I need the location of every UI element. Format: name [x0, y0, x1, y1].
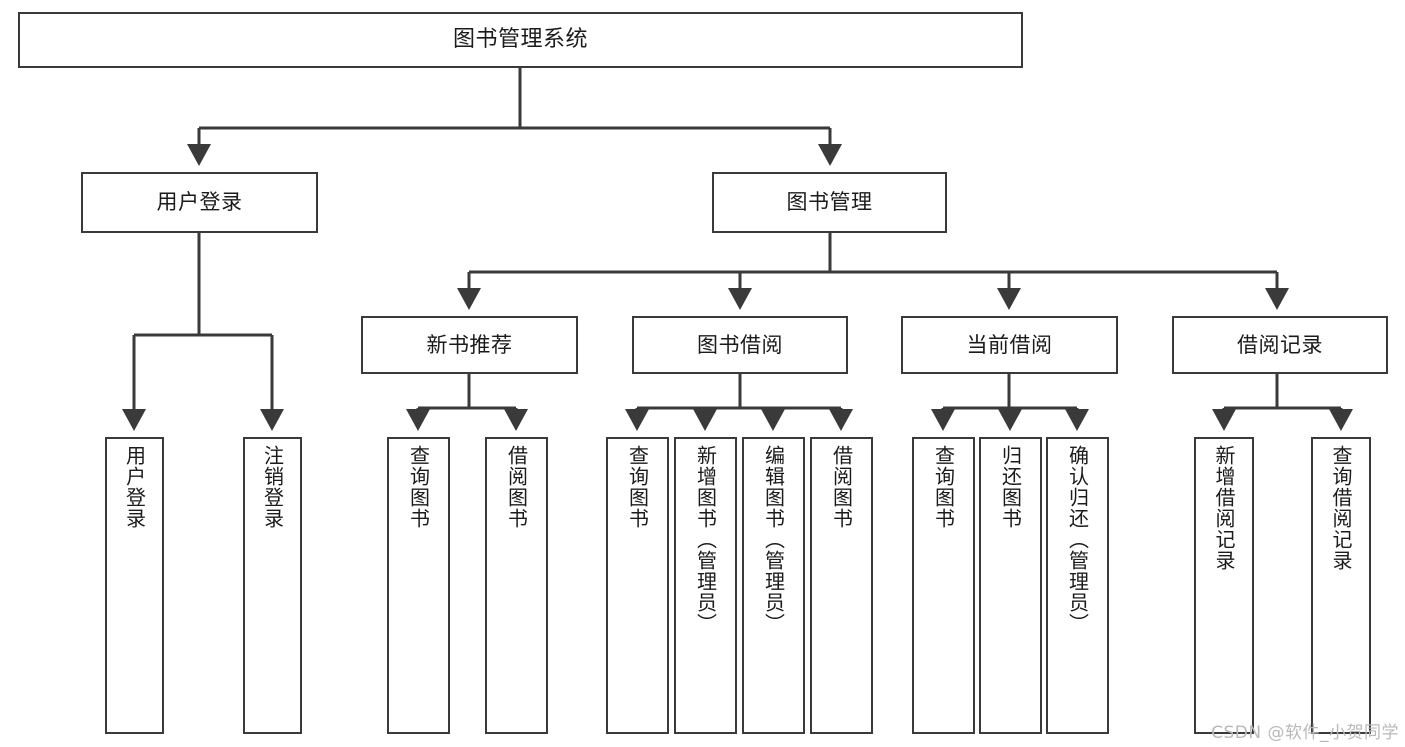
node-label: 借阅记录 [1237, 332, 1323, 357]
leaf-add-book-admin[interactable]: 新增图书（管理员） [674, 437, 737, 734]
node-label: 查询图书 [931, 445, 956, 529]
node-label: 借阅图书 [504, 445, 529, 529]
node-label: 归还图书 [998, 445, 1023, 529]
node-user-login[interactable]: 用户登录 [81, 172, 318, 233]
node-label: 编辑图书（管理员） [761, 445, 786, 634]
node-label: 新书推荐 [426, 332, 513, 357]
csdn-watermark: CSDN @软件_小贺同学 [1211, 723, 1399, 743]
node-book-management[interactable]: 图书管理 [712, 172, 947, 233]
node-label: 图书管理 [786, 190, 873, 215]
leaf-add-borrow-record[interactable]: 新增借阅记录 [1194, 437, 1254, 734]
node-label: 图书借阅 [697, 332, 783, 357]
node-label: 用户登录 [156, 190, 243, 215]
leaf-query-book-current[interactable]: 查询图书 [912, 437, 975, 734]
leaf-query-borrow-record[interactable]: 查询借阅记录 [1311, 437, 1371, 734]
leaf-query-book-borrow[interactable]: 查询图书 [606, 437, 669, 734]
node-label: 查询借阅记录 [1329, 445, 1353, 571]
leaf-user-login[interactable]: 用户登录 [105, 437, 164, 734]
node-book-borrow[interactable]: 图书借阅 [632, 316, 848, 374]
node-label: 查询图书 [625, 445, 650, 529]
leaf-borrow-book-recommend[interactable]: 借阅图书 [485, 437, 548, 734]
node-label: 确认归还（管理员） [1065, 445, 1090, 634]
leaf-user-logout[interactable]: 注销登录 [243, 437, 302, 734]
node-label: 查询图书 [406, 445, 431, 529]
leaf-confirm-return-admin[interactable]: 确认归还（管理员） [1046, 437, 1109, 734]
node-current-borrow[interactable]: 当前借阅 [901, 316, 1118, 374]
node-label: 借阅图书 [829, 445, 854, 529]
node-label: 新增借阅记录 [1212, 445, 1236, 571]
node-new-book-recommend[interactable]: 新书推荐 [361, 316, 578, 374]
node-label: 图书管理系统 [452, 26, 588, 52]
node-borrow-record[interactable]: 借阅记录 [1172, 316, 1388, 374]
node-label: 用户登录 [122, 445, 147, 529]
node-label: 新增图书（管理员） [693, 445, 718, 634]
leaf-return-book[interactable]: 归还图书 [979, 437, 1042, 734]
leaf-query-book-recommend[interactable]: 查询图书 [387, 437, 450, 734]
leaf-edit-book-admin[interactable]: 编辑图书（管理员） [742, 437, 805, 734]
node-book-management-system[interactable]: 图书管理系统 [18, 12, 1023, 68]
leaf-borrow-book[interactable]: 借阅图书 [810, 437, 873, 734]
node-label: 当前借阅 [966, 332, 1053, 357]
node-label: 注销登录 [260, 445, 285, 529]
